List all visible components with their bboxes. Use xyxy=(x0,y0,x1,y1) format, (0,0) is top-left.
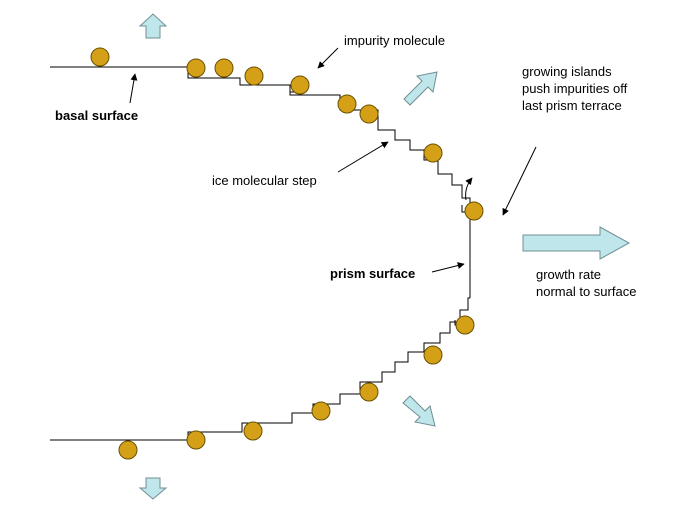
molecule xyxy=(118,440,138,460)
molecule xyxy=(359,382,379,402)
molecule xyxy=(90,47,110,67)
pointer-prism xyxy=(431,262,465,273)
molecule xyxy=(244,66,264,86)
molecule xyxy=(186,58,206,78)
label-growth-rate-line2: normal to surface xyxy=(536,284,636,299)
up-arrow-icon xyxy=(138,13,168,39)
molecule xyxy=(243,421,263,441)
label-growth-rate: growth rate normal to surface xyxy=(536,267,636,299)
molecule xyxy=(423,143,443,163)
step-corners xyxy=(187,67,468,438)
pointer-curved xyxy=(465,177,473,201)
label-growth-rate-line1: growth rate xyxy=(536,267,601,282)
label-basal-surface: basal surface xyxy=(55,108,138,123)
up-right-arrow-icon xyxy=(403,71,438,106)
label-impurity-molecule: impurity molecule xyxy=(344,33,445,48)
label-pointers xyxy=(129,47,537,273)
label-prism-surface: prism surface xyxy=(330,266,415,281)
label-growing-islands-line2: push impurities off xyxy=(522,81,628,96)
label-growing-islands-line1: growing islands xyxy=(522,64,612,79)
label-growing-islands-line3: last prism terrace xyxy=(522,98,622,113)
molecule xyxy=(337,94,357,114)
molecule xyxy=(311,401,331,421)
down-right-arrow-icon xyxy=(402,395,436,427)
molecule xyxy=(186,430,206,450)
molecule xyxy=(214,58,234,78)
right-arrow-icon xyxy=(522,226,631,260)
pointer-basal xyxy=(129,73,138,104)
label-growing-islands: growing islands push impurities off last… xyxy=(522,64,631,113)
pointer-step xyxy=(337,141,389,173)
molecule xyxy=(455,315,475,335)
crystal-outline-top xyxy=(50,66,471,298)
crystal-outline-bottom xyxy=(50,297,470,441)
growth-arrows xyxy=(138,13,631,500)
impurity-molecules xyxy=(90,47,484,460)
text-labels: impurity molecule basal surface ice mole… xyxy=(55,33,636,299)
down-arrow-icon xyxy=(138,477,168,500)
label-ice-molecular-step: ice molecular step xyxy=(212,173,317,188)
molecule xyxy=(359,104,379,124)
molecule xyxy=(423,345,443,365)
pointer-impurity xyxy=(317,47,339,69)
molecule xyxy=(464,201,484,221)
pointer-islands xyxy=(502,146,537,216)
molecule xyxy=(290,75,310,95)
